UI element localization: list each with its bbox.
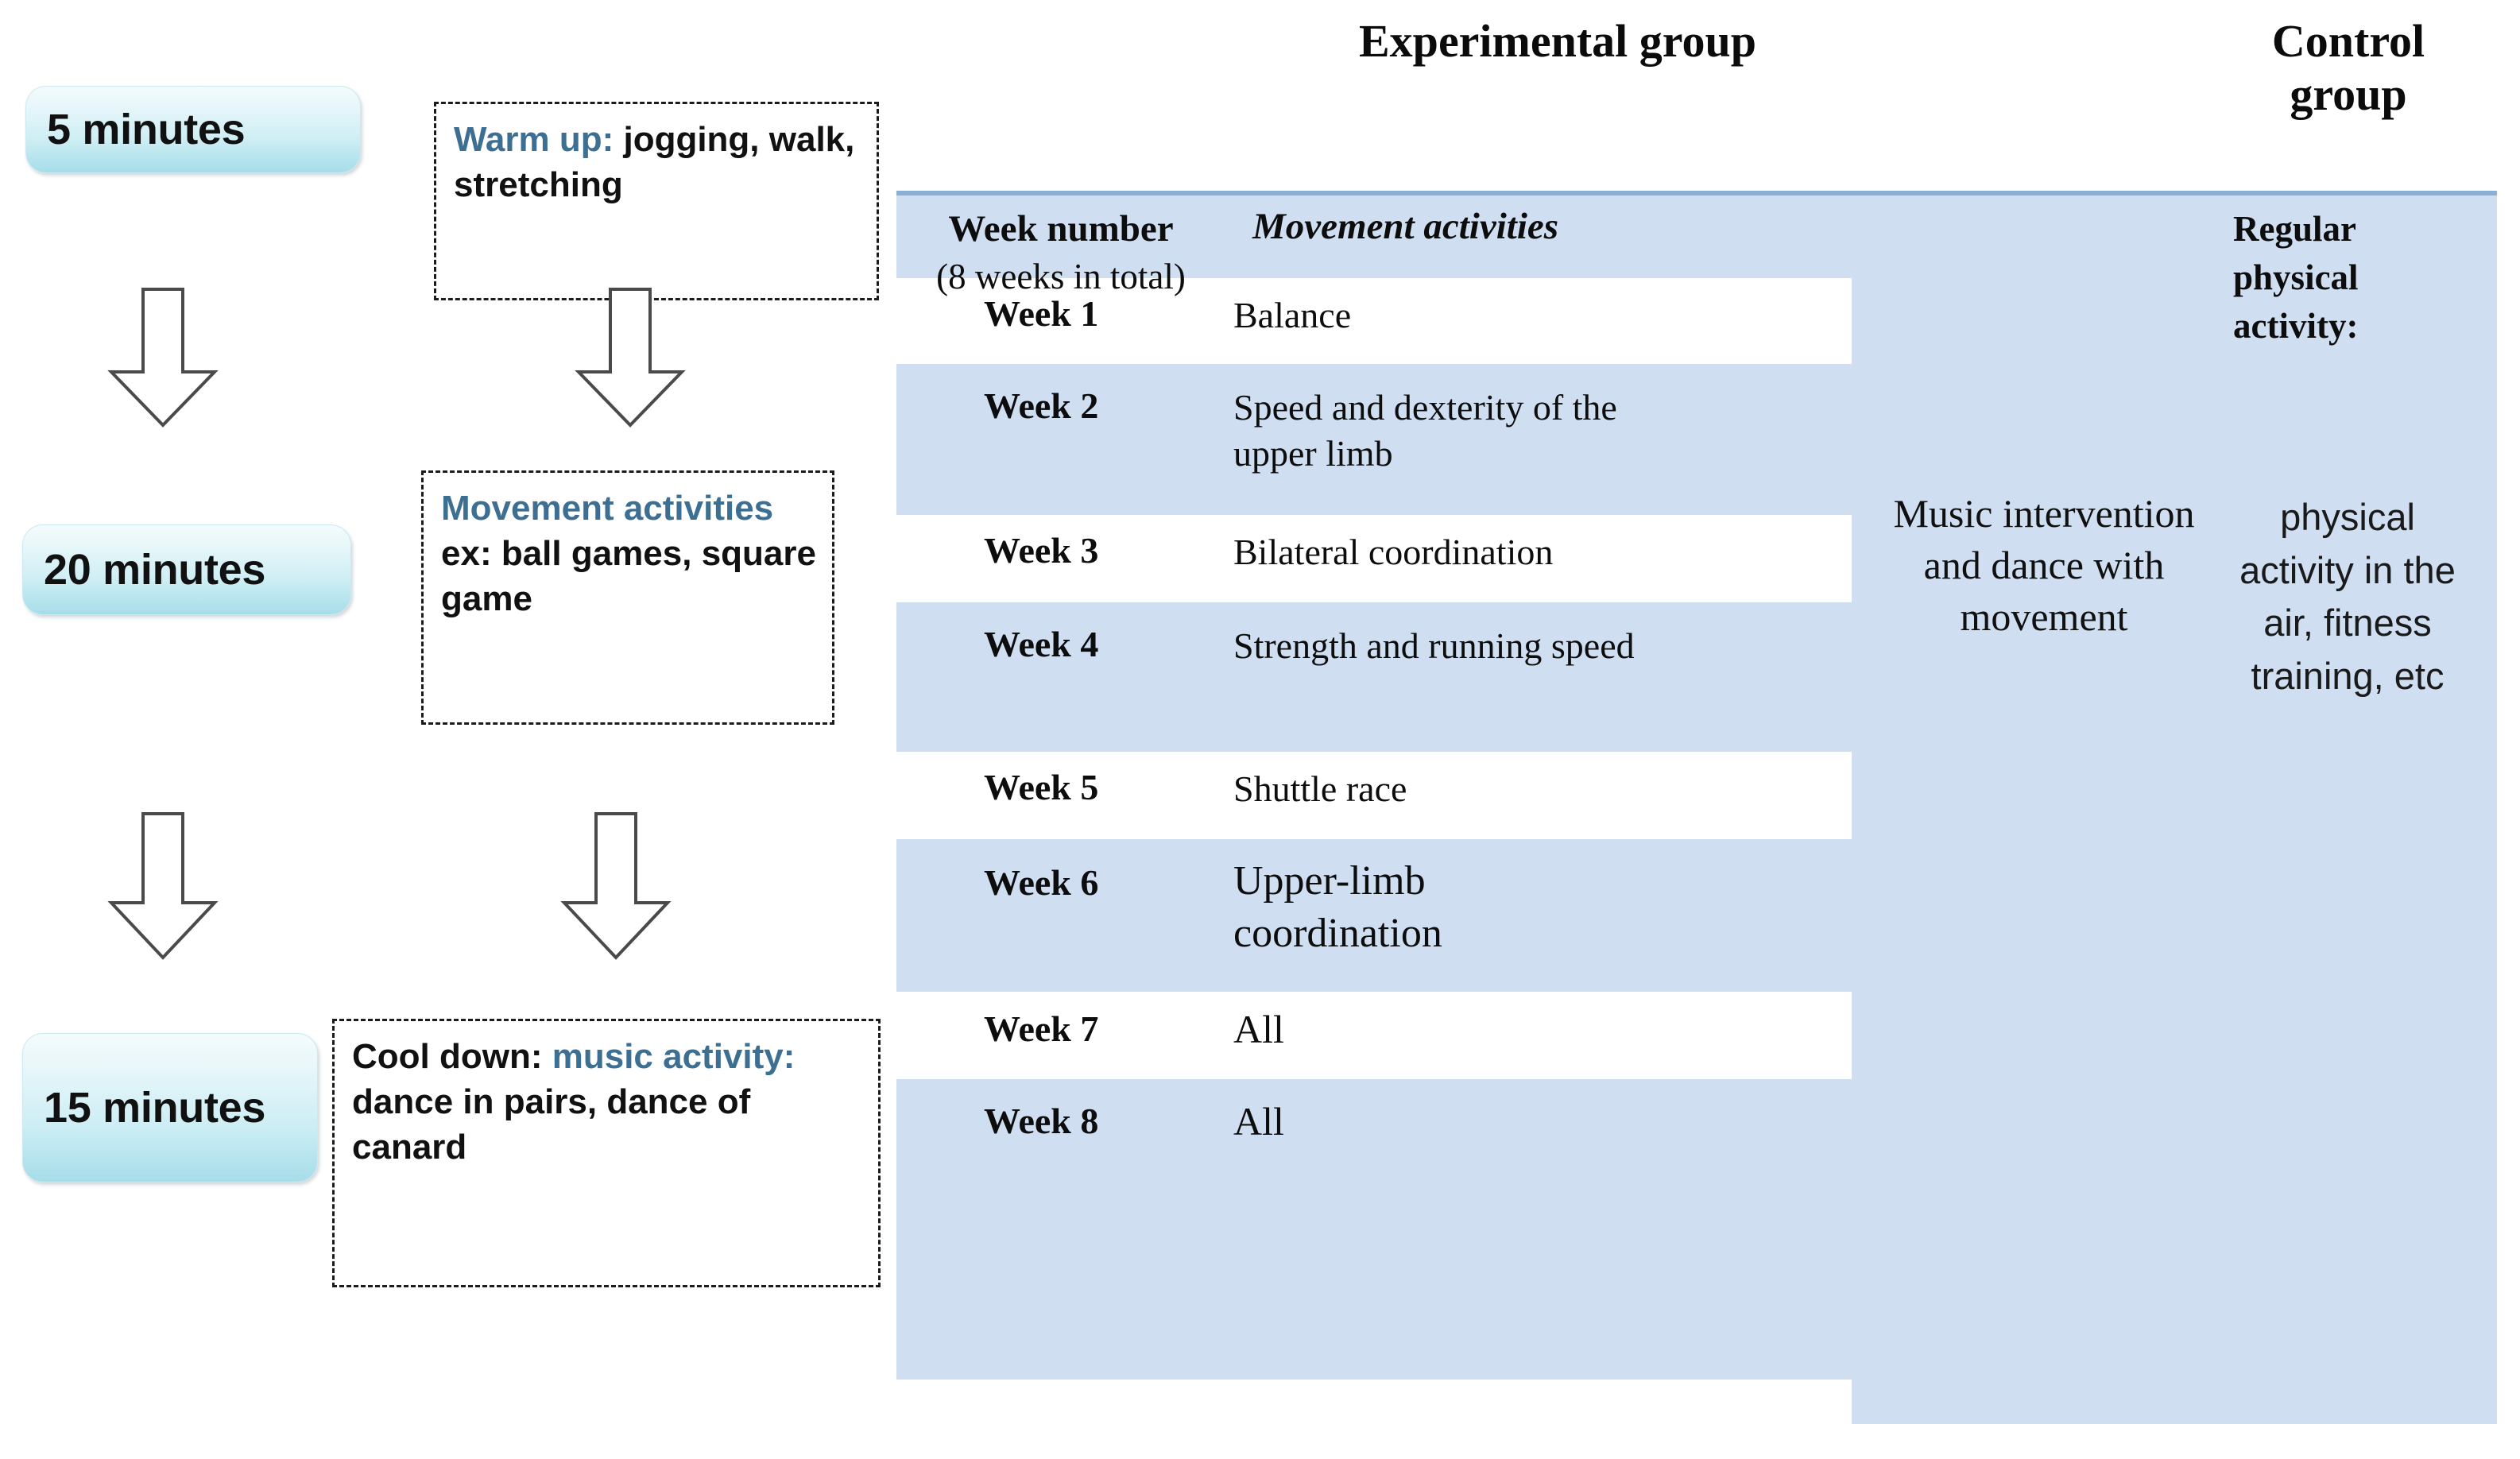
table-row-week-label: Week 2 bbox=[984, 385, 1099, 426]
duration-chip-label: 5 minutes bbox=[47, 105, 246, 153]
note-movement-highlight: Movement activities bbox=[441, 489, 774, 528]
table-row-activity: Shuttle race bbox=[1233, 768, 1407, 809]
note-movement-rest: ex: ball games, square game bbox=[441, 534, 816, 619]
table-row-stripe bbox=[896, 1380, 1852, 1429]
column-header-week-number-main: Week number bbox=[948, 208, 1174, 250]
table-row-stripe bbox=[896, 992, 1852, 1079]
note-cool-down-highlight: music activity: bbox=[552, 1037, 795, 1076]
experimental-intervention-cell: Music intervention and dance with moveme… bbox=[1893, 491, 2195, 639]
table-row-week-label: Week 1 bbox=[984, 293, 1099, 334]
table-row-week-label: Week 8 bbox=[984, 1101, 1099, 1141]
note-cool-down: Cool down: music activity: dance in pair… bbox=[332, 1019, 881, 1287]
duration-chip-label: 20 minutes bbox=[44, 545, 266, 594]
duration-chip-20-minutes[interactable]: 20 minutes bbox=[22, 524, 351, 615]
column-header-regular-activity: Regular physical activity: bbox=[2233, 209, 2359, 346]
table-row-stripe bbox=[896, 278, 1852, 364]
table-row-week-label: Week 7 bbox=[984, 1008, 1099, 1049]
column-header-movement-activities: Movement activities bbox=[1252, 206, 1559, 247]
note-warm-up: Warm up: jogging, walk, stretching bbox=[434, 102, 879, 300]
table-row-week-label: Week 6 bbox=[984, 862, 1099, 903]
down-block-arrow-right-2 bbox=[556, 811, 675, 962]
down-block-arrow-right-1 bbox=[571, 286, 690, 429]
table-row-activity: All bbox=[1233, 1007, 1284, 1051]
table-row-activity: Upper-limb coordination bbox=[1233, 858, 1442, 956]
table-row-stripe bbox=[896, 515, 1852, 602]
table-row-activity: Speed and dexterity of the upper limb bbox=[1233, 387, 1617, 474]
table-row-week-label: Week 3 bbox=[984, 530, 1099, 571]
column-header-week-number-sub: (8 weeks in total) bbox=[936, 257, 1186, 297]
heading-experimental-group: Experimental group bbox=[1359, 15, 1756, 67]
table-row-week-label: Week 5 bbox=[984, 767, 1099, 807]
duration-chip-5-minutes[interactable]: 5 minutes bbox=[25, 86, 361, 173]
table-row-activity: Strength and running speed bbox=[1233, 625, 1635, 666]
down-block-arrow-left-1 bbox=[103, 286, 223, 429]
control-activity-cell: physical activity in the air, fitness tr… bbox=[2239, 496, 2456, 698]
note-warm-up-rest: jogging, walk, stretching bbox=[454, 120, 855, 205]
table-row-activity: All bbox=[1233, 1099, 1284, 1144]
note-cool-down-prefix: Cool down: bbox=[352, 1037, 552, 1076]
note-cool-down-rest: dance in pairs, dance of canard bbox=[352, 1082, 751, 1167]
duration-chip-label: 15 minutes bbox=[44, 1083, 266, 1132]
duration-chip-15-minutes[interactable]: 15 minutes bbox=[22, 1033, 318, 1182]
down-block-arrow-left-2 bbox=[103, 811, 223, 962]
table-row-stripe bbox=[896, 752, 1852, 839]
note-movement-activities: Movement activities ex: ball games, squa… bbox=[421, 470, 834, 725]
column-header-week-number: Week number (8 weeks in total) bbox=[906, 205, 1216, 300]
table-row-activity: Bilateral coordination bbox=[1233, 532, 1554, 572]
schedule-table: Week number (8 weeks in total) Movement … bbox=[896, 191, 2497, 1429]
note-warm-up-highlight: Warm up: bbox=[454, 120, 614, 159]
heading-control-group: Control group bbox=[2271, 15, 2425, 121]
table-row-week-label: Week 4 bbox=[984, 624, 1099, 664]
table-row-activity: Balance bbox=[1233, 295, 1352, 335]
